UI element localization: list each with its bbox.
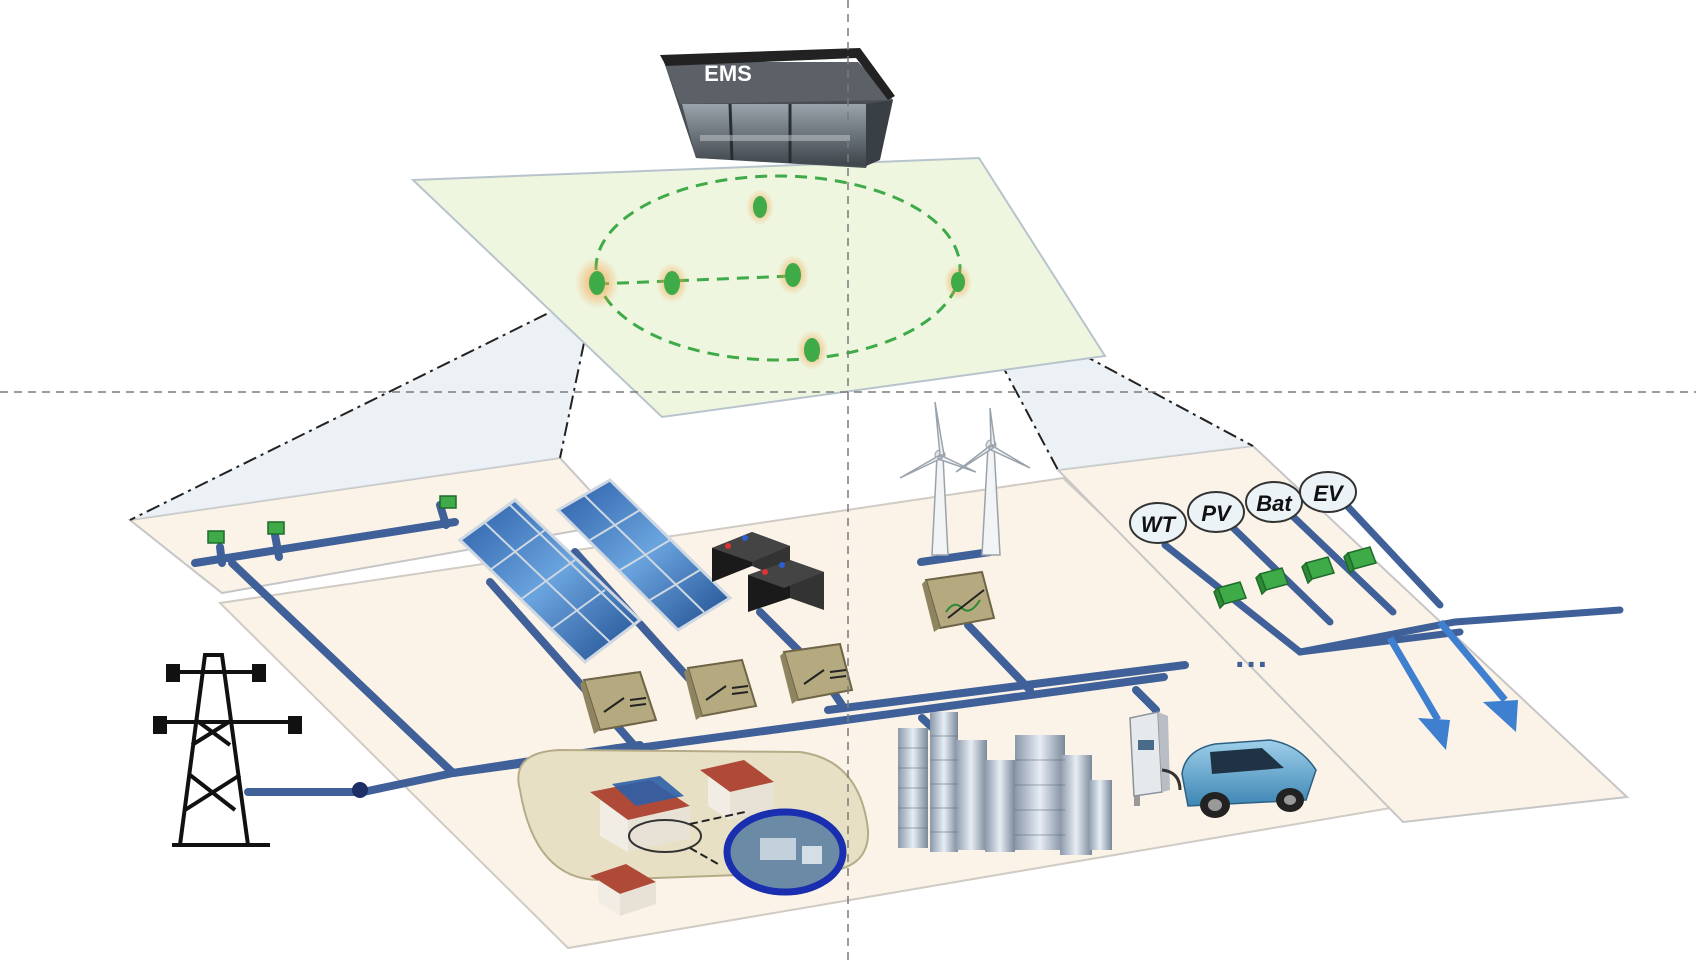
wind-turbine-icon [899, 401, 977, 556]
meter-icon [267, 521, 285, 535]
converter-icon [580, 670, 658, 734]
battery-bank-icon [712, 532, 824, 612]
network-node [753, 196, 767, 218]
house-interior-zoom [628, 819, 702, 853]
house-icon [590, 864, 656, 916]
upper-plane [410, 156, 1107, 419]
bus-continuation: ··· [1235, 646, 1269, 684]
meter-icon [1213, 581, 1247, 610]
electric-car-icon [1181, 739, 1317, 818]
lower-plane [127, 444, 1630, 950]
meter-icon [1255, 567, 1289, 596]
ems-building: EMS [660, 48, 895, 168]
house-icon [700, 760, 774, 820]
source-labels: WT PV Bat EV [1129, 471, 1357, 544]
solar-panel-icon [457, 498, 643, 664]
source-label-pv: PV [1201, 501, 1233, 526]
smart-meters [207, 495, 1377, 610]
converter-icon [922, 570, 996, 632]
communication-plane [410, 156, 1107, 419]
network-nodes [575, 189, 972, 370]
converter-icon [780, 642, 854, 704]
meter-icon [1301, 556, 1335, 585]
house-icon [590, 776, 690, 852]
transmission-tower-icon [153, 653, 302, 847]
network-node [804, 338, 820, 362]
flow-arrow-head [1483, 700, 1518, 732]
network-node [785, 263, 801, 287]
network-node [589, 271, 605, 295]
meter-icon [1343, 546, 1377, 575]
city-buildings-icon [898, 712, 1112, 855]
solar-panel-icon [555, 478, 733, 632]
source-label-bat: Bat [1256, 491, 1293, 516]
converters [580, 570, 996, 734]
source-label-wt: WT [1141, 512, 1177, 537]
meter-icon [439, 495, 457, 509]
ems-label: EMS [704, 61, 752, 86]
network-node [664, 271, 680, 295]
flow-arrow-head [1418, 718, 1450, 750]
residential-area [517, 748, 870, 916]
converter-icon [684, 658, 758, 720]
grid-connection-point [352, 782, 368, 798]
network-node [951, 272, 965, 292]
ev-charger-icon [1129, 711, 1182, 806]
wind-turbine-icon [955, 407, 1031, 556]
source-label-ev: EV [1313, 481, 1345, 506]
communication-link [596, 274, 794, 286]
flow-arrows [1386, 619, 1518, 750]
meter-icon [207, 530, 225, 544]
